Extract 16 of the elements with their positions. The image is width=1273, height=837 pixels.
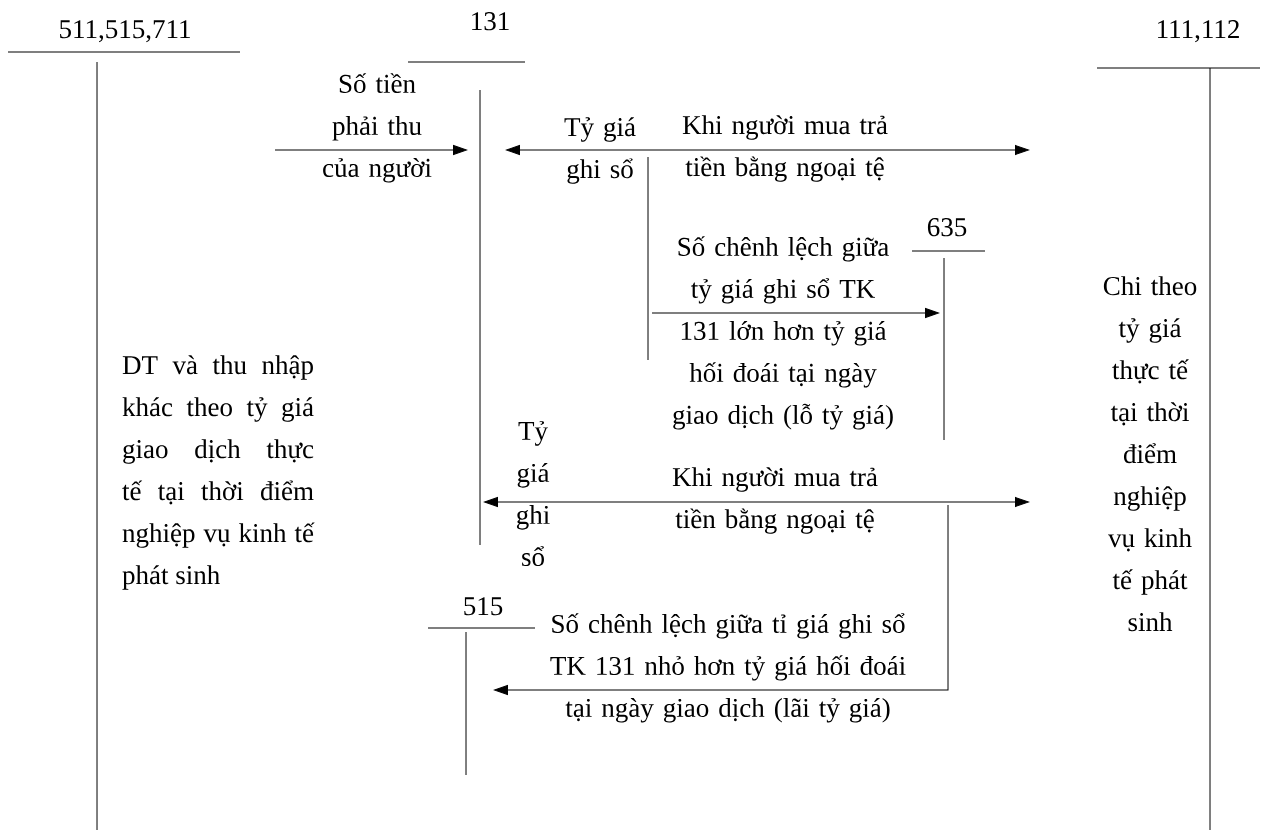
t-account: 515 (427, 597, 536, 776)
edge-label: Khi người mua trả tiền bằng ngoại tệ (672, 467, 878, 534)
arrow (651, 308, 939, 318)
note-text: Tỷ giá ghi sổ (564, 117, 636, 184)
t-account: 635 (911, 218, 986, 441)
note-text: DT và thu nhập khác theo tỷ giá giao dịch thực tế tại thời điểm nghiệp vụ kinh tế phát sinh (122, 355, 315, 590)
arrow (506, 145, 1029, 155)
edge-label: Số chênh lệch giữa tỷ giá ghi sổ TK 131 lớn hơn tỷ giá hối đoái tại ngày giao dịch (lỗ tỷ giá) (673, 236, 893, 430)
arrow (484, 497, 1029, 507)
note-text: Tỷ giá ghi sổ (516, 421, 550, 567)
arrow (274, 145, 467, 155)
arrow (494, 504, 949, 695)
note-text: Chi theo tỷ giá thực tế tại thời điểm nghiệp vụ kinh tế phát sinh (1103, 276, 1197, 632)
edge-label: Số chênh lệch giữa tỉ giá ghi sổ TK 131 nhỏ hơn tỷ giá hối đoái tại ngày giao dịch (lãi tỷ giá) (550, 613, 906, 723)
edge-label: Khi người mua trả tiền bằng ngoại tệ (682, 115, 888, 182)
edge-label: Số tiền phải thu của người (323, 73, 432, 183)
